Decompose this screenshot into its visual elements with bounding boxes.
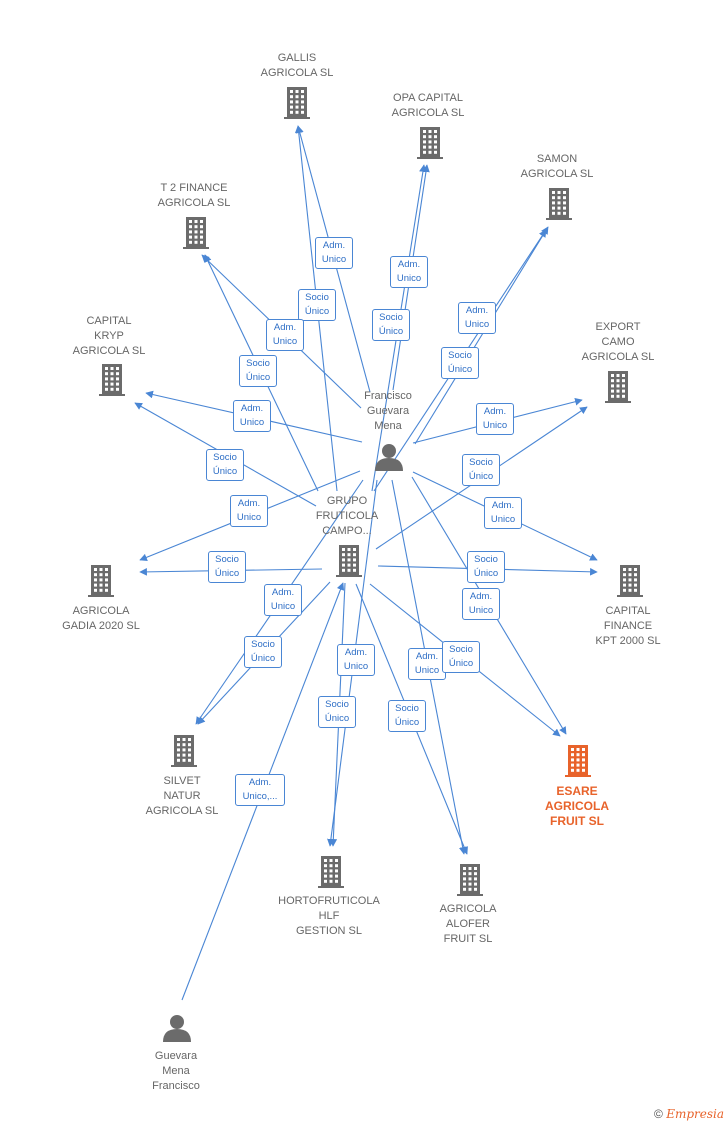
- edge-tag-grupo-kryp[interactable]: Socio Único: [206, 449, 244, 481]
- footer: © Empresia: [654, 1107, 724, 1121]
- node-label-hlf[interactable]: HORTOFRUTICOLA HLF GESTION SL: [278, 895, 380, 937]
- edge-tag-grupo-opa[interactable]: Socio Único: [372, 309, 410, 341]
- edge-tag-grupo-hlf[interactable]: Socio Único: [318, 696, 356, 728]
- brand-logo[interactable]: Empresia: [666, 1107, 724, 1121]
- edge-tag-francisco-gadia[interactable]: Adm. Unico: [230, 495, 268, 527]
- edge-tag-grupo-gallis[interactable]: Socio Único: [298, 289, 336, 321]
- edge-tag-francisco-kpt[interactable]: Adm. Unico: [484, 497, 522, 529]
- building-icon-kpt[interactable]: [617, 565, 643, 597]
- node-label-guevara[interactable]: Guevara Mena Francisco: [152, 1050, 200, 1092]
- node-label-esare[interactable]: ESARE AGRICOLA FRUIT SL: [545, 784, 609, 828]
- edge-tag-grupo-kpt[interactable]: Socio Único: [467, 551, 505, 583]
- building-icon-gadia[interactable]: [88, 565, 114, 597]
- edge-tag-grupo-alofer[interactable]: Socio Único: [388, 700, 426, 732]
- building-icon-esare[interactable]: [565, 745, 591, 777]
- edge-tag-francisco-gallis[interactable]: Adm. Unico: [315, 237, 353, 269]
- edge-tag-grupo-samon[interactable]: Socio Único: [441, 347, 479, 379]
- edge-tag-grupo-t2[interactable]: Socio Único: [239, 355, 277, 387]
- node-label-grupo[interactable]: GRUPO FRUTICOLA CAMPO...: [315, 495, 379, 537]
- edge-tag-francisco-hlf[interactable]: Adm. Unico: [337, 644, 375, 676]
- edge-tag-grupo-esare[interactable]: Socio Único: [442, 641, 480, 673]
- node-label-opa[interactable]: OPA CAPITAL AGRICOLA SL: [391, 92, 465, 119]
- edge-tag-francisco-esare[interactable]: Adm. Unico: [462, 588, 500, 620]
- edge-tag-francisco-kryp[interactable]: Adm. Unico: [233, 400, 271, 432]
- node-label-export[interactable]: EXPORT CAMO AGRICOLA SL: [581, 321, 655, 363]
- building-icon-kryp[interactable]: [99, 364, 125, 396]
- node-label-silvet[interactable]: SILVET NATUR AGRICOLA SL: [145, 775, 219, 817]
- building-icon-gallis[interactable]: [284, 87, 310, 119]
- building-icon-samon[interactable]: [546, 188, 572, 220]
- edge-tag-francisco-export[interactable]: Adm. Unico: [476, 403, 514, 435]
- nodes-layer: [88, 87, 643, 1042]
- building-icon-opa[interactable]: [417, 127, 443, 159]
- building-icon-grupo[interactable]: [336, 545, 362, 577]
- building-icon-alofer[interactable]: [457, 864, 483, 896]
- node-label-samon[interactable]: SAMON AGRICOLA SL: [520, 153, 594, 180]
- node-label-gadia[interactable]: AGRICOLA GADIA 2020 SL: [62, 605, 140, 632]
- copyright-symbol: ©: [654, 1107, 663, 1121]
- node-label-gallis[interactable]: GALLIS AGRICOLA SL: [260, 52, 334, 79]
- node-label-alofer[interactable]: AGRICOLA ALOFER FRUIT SL: [439, 903, 497, 945]
- edge-tag-grupo-gadia[interactable]: Socio Único: [208, 551, 246, 583]
- building-icon-hlf[interactable]: [318, 856, 344, 888]
- building-icon-t2[interactable]: [183, 217, 209, 249]
- edge-tag-francisco-samon[interactable]: Adm. Unico: [458, 302, 496, 334]
- edge-tag-guevara-grupo[interactable]: Adm. Unico,...: [235, 774, 285, 806]
- edge-tag-francisco-silvet[interactable]: Adm. Unico: [264, 584, 302, 616]
- node-label-kryp[interactable]: CAPITAL KRYP AGRICOLA SL: [72, 315, 146, 357]
- node-label-kpt[interactable]: CAPITAL FINANCE KPT 2000 SL: [595, 605, 661, 647]
- building-icon-export[interactable]: [605, 371, 631, 403]
- person-icon-francisco[interactable]: [375, 444, 403, 471]
- edge-tag-francisco-alofer[interactable]: Adm. Unico: [408, 648, 446, 680]
- edge-francisco-samon: [414, 226, 549, 445]
- edge-tag-francisco-t2[interactable]: Adm. Unico: [266, 319, 304, 351]
- edge-tag-grupo-export[interactable]: Socio Único: [462, 454, 500, 486]
- edge-tag-francisco-opa[interactable]: Adm. Unico: [390, 256, 428, 288]
- node-label-t2[interactable]: T 2 FINANCE AGRICOLA SL: [157, 182, 231, 209]
- node-label-francisco[interactable]: Francisco Guevara Mena: [364, 390, 412, 432]
- person-icon-guevara[interactable]: [163, 1015, 191, 1042]
- edges-layer: [134, 125, 598, 1001]
- building-icon-silvet[interactable]: [171, 735, 197, 767]
- edge-tag-grupo-silvet[interactable]: Socio Único: [244, 636, 282, 668]
